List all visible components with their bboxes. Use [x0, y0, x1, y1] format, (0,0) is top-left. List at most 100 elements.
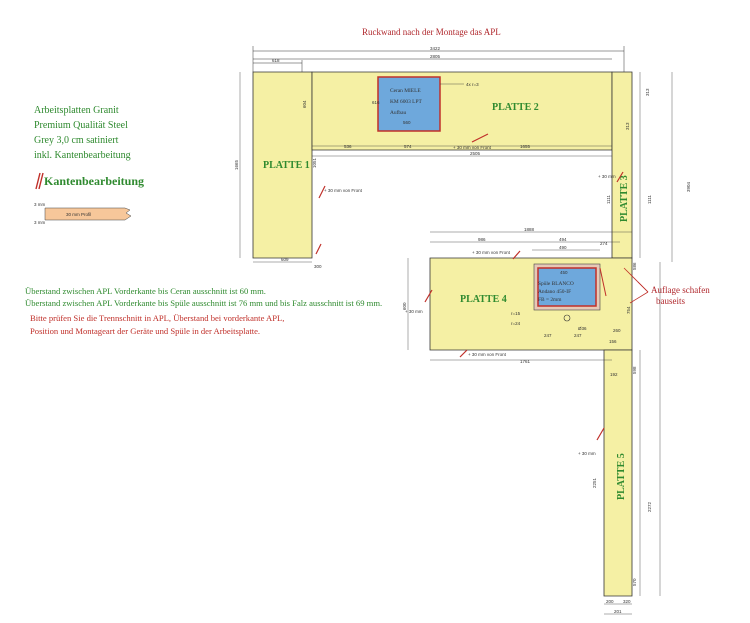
cooktop-line-1: Ceran MIELE	[390, 88, 421, 94]
plate-2-label: PLATTE 2	[492, 102, 539, 113]
dim-300: 300	[314, 264, 322, 269]
front-label-6: + 30 mm von Front	[468, 352, 507, 357]
check-note-line-1: Bitte prüfen Sie die Trennschnitt in APL…	[30, 313, 285, 323]
seam-mark	[459, 349, 468, 358]
seam-mark	[424, 289, 433, 303]
right-dimensions	[604, 72, 673, 615]
sink-width: 450	[560, 270, 568, 275]
sink-line-3: FB = 2mm	[538, 297, 562, 303]
cooktop-radius: 4x r=3	[466, 82, 479, 87]
dim-586: 586	[632, 262, 637, 270]
plate-5[interactable]	[603, 349, 633, 597]
sink-line-1: Spüle BLANCO	[538, 281, 574, 287]
dim-536: 536	[344, 144, 352, 149]
dim-274: 274	[600, 241, 608, 246]
cooktop-line-3: Aufbau	[390, 109, 406, 116]
dim-609: 609	[281, 257, 289, 262]
dim-1111b: 1111	[606, 194, 611, 204]
dim-1111: 1111	[647, 194, 652, 204]
profile-dim-top: 3 mm	[34, 202, 46, 207]
dim-490: 490	[559, 245, 567, 250]
sink-cutout[interactable]: 450 Spüle BLANCO Andano 450-IF FB = 2mm …	[511, 263, 601, 331]
cooktop-width: 560	[403, 120, 411, 125]
plate-4-dimensions	[407, 231, 632, 361]
seam-mark	[616, 171, 624, 183]
material-line: inkl. Kantenbearbeitung	[34, 150, 131, 161]
dim-574: 574	[404, 144, 412, 149]
dim-316: 313	[645, 88, 650, 96]
sink-drain: Ø36	[578, 326, 587, 331]
dim-3904: 3904	[686, 181, 691, 192]
seam-mark	[599, 267, 607, 297]
support-callout: Auflage schafen bauseits	[651, 285, 710, 307]
overhang-note-ceran: Überstand zwischen APL Vorderkante bis C…	[25, 286, 266, 296]
check-note-line-2: Position und Montageart der Geräte und S…	[30, 326, 261, 336]
dim-2505: 2505	[470, 151, 481, 156]
dim-2272: 2272	[647, 501, 652, 512]
dim-2805: 2805	[430, 54, 441, 59]
seam-mark	[596, 427, 605, 441]
cooktop-line-2: KM 6003 LPT	[390, 99, 422, 105]
dim-320: 320	[623, 599, 631, 604]
dim-598: 598	[632, 366, 637, 374]
dim-600: 600	[402, 302, 407, 310]
material-line: Arbeitsplatten Granit	[34, 105, 119, 116]
callout-line: Auflage schafen	[651, 285, 710, 295]
overhang-note-sink: Überstand zwischen APL Vorderkante bis S…	[25, 298, 383, 308]
plate-4-label: PLATTE 4	[460, 294, 507, 305]
cooktop-cutout[interactable]: Ceran MIELE KM 6003 LPT Aufbau 560 4x r=…	[377, 76, 479, 132]
dim-1665: 1665	[234, 159, 239, 170]
drawing-title: Ruckwand nach der Montage das APL	[362, 27, 501, 37]
front-label-4: + 30 mm	[405, 309, 423, 314]
plate-1[interactable]	[252, 71, 313, 259]
front-label-5: + 30 mm von Front	[472, 250, 511, 255]
dim-201: 201	[614, 609, 622, 614]
seam-mark	[471, 133, 489, 143]
sink-r1: r=15	[511, 311, 521, 316]
dim-1655: 1655	[520, 144, 531, 149]
callout-lines	[623, 267, 649, 304]
dim-570: 570	[632, 578, 637, 586]
edge-processing-label: Kantenbearbeitung	[44, 174, 145, 188]
dim-604: 604	[302, 100, 307, 108]
dim-986: 986	[478, 237, 486, 242]
front-label-2: + 30 mm von Front	[453, 145, 492, 150]
dim-260: 260	[613, 328, 621, 333]
material-line: Grey 3,0 cm satiniert	[34, 135, 119, 146]
edge-profile-swatch: 30 mm Profil 3 mm 3 mm	[34, 202, 132, 225]
plate-3[interactable]	[611, 71, 633, 259]
sink-r2: r=24	[511, 321, 521, 326]
plate-2[interactable]	[311, 71, 613, 151]
dim-200: 200	[606, 599, 614, 604]
dim-192: 192	[610, 372, 618, 377]
seam-mark	[512, 250, 521, 260]
dim-313: 313	[625, 122, 630, 130]
seam-mark	[315, 243, 322, 255]
sink-line-2: Andano 450-IF	[538, 289, 571, 295]
dim-494: 494	[559, 237, 567, 242]
material-line: Premium Qualität Steel	[34, 120, 128, 131]
top-dimensions	[252, 46, 625, 72]
plate-1-label: PLATTE 1	[263, 160, 310, 171]
dim-156: 156	[609, 339, 617, 344]
dim-1051: 1051	[312, 157, 317, 168]
material-description: Arbeitsplatten Granit Premium Qualität S…	[34, 103, 131, 163]
front-label-7: + 30 mm	[578, 451, 596, 456]
profile-dim-bottom: 3 mm	[34, 220, 46, 225]
dim-3422: 3422	[430, 46, 441, 51]
dim-1761: 1761	[520, 359, 531, 364]
dim-616: 616	[372, 100, 380, 105]
plate-5-label: PLATTE 5	[616, 453, 627, 500]
profile-label: 30 mm Profil	[66, 212, 91, 217]
dim-2251: 2251	[592, 477, 597, 488]
plate-3-label: PLATTE 3	[619, 175, 630, 222]
edge-legend-icon	[35, 172, 44, 190]
dim-247a: 247	[544, 333, 552, 338]
dim-618: 618	[272, 58, 280, 63]
dim-754: 754	[626, 306, 631, 314]
seam-mark	[318, 185, 326, 199]
dim-247b: 247	[574, 333, 582, 338]
front-label-3: + 30 mm	[598, 174, 616, 179]
dim-1888: 1888	[524, 227, 535, 232]
